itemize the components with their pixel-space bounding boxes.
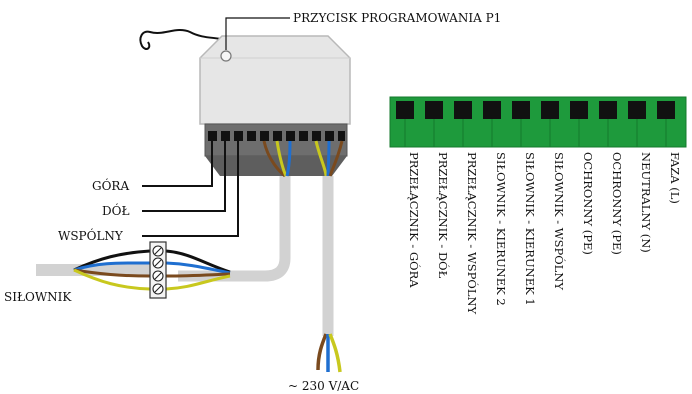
module-housing bbox=[199, 35, 351, 125]
terminal-label-5: SIŁOWNIK - KIERUNEK 1 bbox=[523, 152, 537, 306]
motor-label: SIŁOWNIK bbox=[4, 290, 72, 304]
terminal-slot-2 bbox=[425, 101, 443, 119]
program-button-leader bbox=[225, 17, 290, 50]
terminal-label-1: PRZEŁĄCZNIK - GÓRA bbox=[407, 152, 421, 288]
label-down: DÓŁ bbox=[102, 202, 130, 218]
connector-block bbox=[73, 241, 231, 299]
wire-common bbox=[142, 141, 239, 237]
terminal-slot-9 bbox=[628, 101, 646, 119]
terminal-slot-8 bbox=[599, 101, 617, 119]
mains-label: ~ 230 V/AC bbox=[288, 379, 359, 393]
mains-wire-brown bbox=[316, 333, 328, 371]
terminal-label-10: FAZA (L) bbox=[668, 152, 682, 204]
terminal-block: PRZEŁĄCZNIK - GÓRA PRZEŁĄCZNIK - DÓŁ PRZEŁ… bbox=[389, 96, 687, 315]
terminal-slot-4 bbox=[483, 101, 501, 119]
controller-module bbox=[199, 35, 351, 176]
terminal-slot-1 bbox=[396, 101, 414, 119]
mains-wire-yg bbox=[328, 333, 342, 373]
wire-down bbox=[142, 141, 226, 212]
terminal-label-6: SIŁOWNIK - WSPÓLNY bbox=[552, 152, 566, 290]
terminal-slot-7 bbox=[570, 101, 588, 119]
motor-cable bbox=[178, 176, 291, 282]
terminal-label-7: OCHRONNY (PE) bbox=[581, 152, 595, 255]
antenna-wire bbox=[139, 29, 233, 50]
terminal-slot-10 bbox=[657, 101, 675, 119]
label-up: GÓRA bbox=[92, 177, 129, 193]
terminal-label-4: SIŁOWNIK - KIERUNEK 2 bbox=[494, 152, 508, 306]
terminal-slot-5 bbox=[512, 101, 530, 119]
program-button-p1[interactable] bbox=[220, 50, 232, 62]
terminal-label-8: OCHRONNY (PE) bbox=[610, 152, 624, 255]
wire-up bbox=[142, 141, 213, 187]
terminal-label-9: NEUTRALNY (N) bbox=[639, 152, 653, 253]
terminal-slot-3 bbox=[454, 101, 472, 119]
program-button-label: PRZYCISK PROGRAMOWANIA P1 bbox=[293, 11, 501, 25]
terminal-slot-6 bbox=[541, 101, 559, 119]
label-common: WSPÓLNY bbox=[58, 227, 124, 243]
terminal-label-3: PRZEŁĄCZNIK - WSPÓLNY bbox=[465, 152, 479, 315]
terminal-label-2: PRZEŁĄCZNIK - DÓŁ bbox=[436, 152, 450, 279]
